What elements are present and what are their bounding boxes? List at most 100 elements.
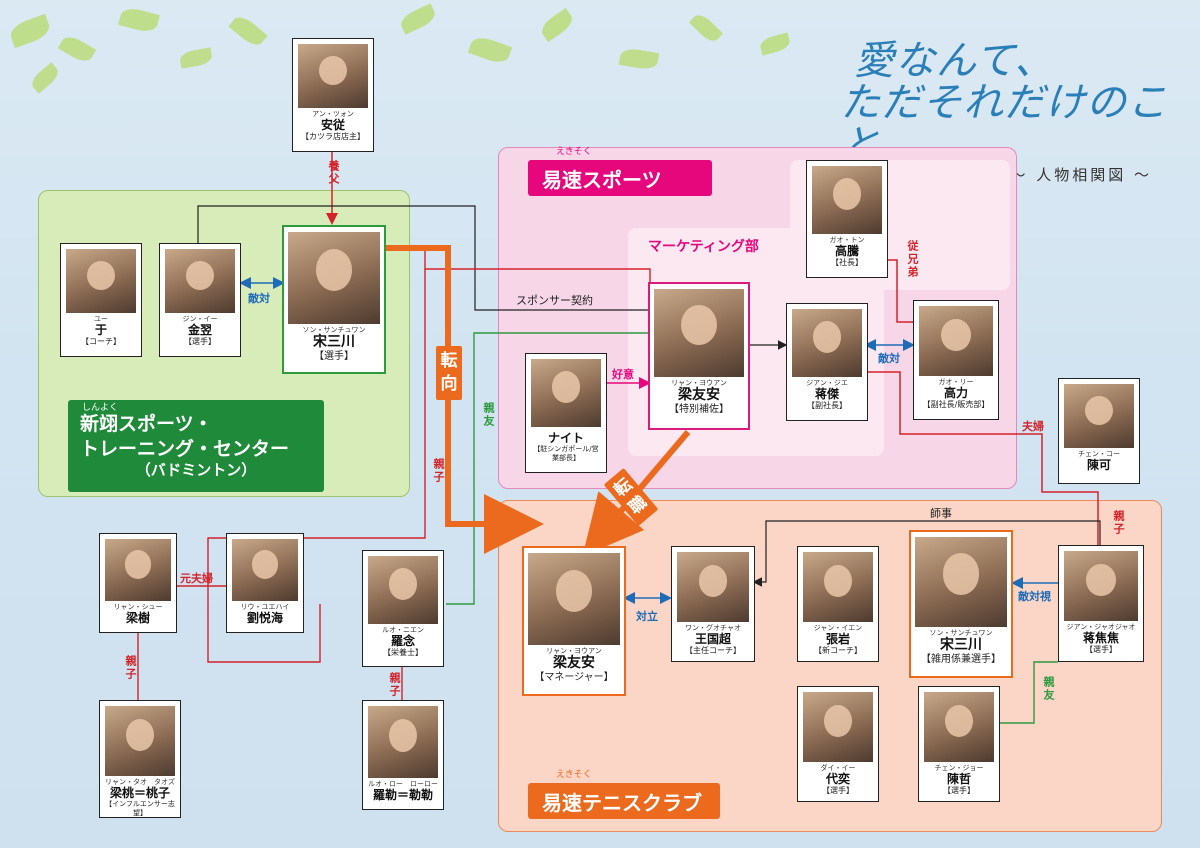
person-kana: ジアン・ジャオジャオ <box>1066 623 1136 631</box>
person-kana: ジアン・ジエ <box>806 379 848 387</box>
line-shinyu-2 <box>998 661 1058 724</box>
label-ekisoku-tennis: えきそく 易速テニスクラブ <box>528 771 720 819</box>
person-kana: ガオ・トン <box>829 236 865 244</box>
portrait-photo <box>165 249 235 313</box>
person-role: 【社長】 <box>831 258 863 268</box>
person-role: 【コーチ】 <box>81 337 121 347</box>
rel-koui: 好意 <box>612 368 634 381</box>
person-name: 陳哲 <box>946 772 971 786</box>
label-marketing: マーケティング部 <box>648 239 759 255</box>
label-ekisoku-sports: えきそく 易速スポーツ <box>528 148 712 196</box>
line-sponsor <box>197 205 650 311</box>
person-role: 【主任コーチ】 <box>685 646 741 656</box>
portrait-photo <box>105 539 171 601</box>
portrait-photo <box>298 44 368 108</box>
person-role: 【選手】 <box>184 337 216 347</box>
person-kana: ジン・イー <box>182 315 218 323</box>
label-text: 易速テニスクラブ <box>542 791 702 815</box>
person-kana: ルオ・ロー ローロー <box>368 780 438 788</box>
rel-sponsor: スポンサー契約 <box>516 294 593 307</box>
person-role: 【マネージャー】 <box>534 671 614 683</box>
card-an-cong: アン・ツォン 安従 【カツラ店店主】 <box>292 38 374 152</box>
rel-tenko: 転向 <box>436 346 462 400</box>
person-kana: リャン・ヨウアン <box>546 647 602 655</box>
person-name: 梁友安 <box>553 655 595 671</box>
person-name: 代奕 <box>825 772 850 786</box>
person-name: 于 <box>94 323 107 337</box>
card-chen-zhe: チェン・ジョー 陳哲 【選手】 <box>918 686 1000 802</box>
portrait-photo <box>915 537 1007 627</box>
person-kana: リウ・ユエハイ <box>240 603 290 611</box>
card-song-sanchuan-tennis: ソン・サンチュワン 宋三川 【雑用係兼選手】 <box>909 530 1013 678</box>
card-jiang-jiaojiao: ジアン・ジャオジャオ 蒋焦焦 【選手】 <box>1058 545 1144 662</box>
portrait-photo <box>368 706 438 778</box>
rel-taiketsu-2: 敵対 <box>878 352 900 365</box>
person-name: 張岩 <box>825 632 850 646</box>
card-liu-yuehai: リウ・ユエハイ 劉悦海 <box>226 533 304 633</box>
person-kana: リャン・タオ タオズ <box>105 778 175 786</box>
person-name: 高力 <box>943 386 968 400</box>
person-role: 【カツラ店店主】 <box>301 132 365 142</box>
line-fuufu <box>868 371 1043 484</box>
line-itoko <box>888 259 920 323</box>
portrait-photo <box>792 309 862 377</box>
portrait-photo <box>924 692 994 762</box>
portrait-photo <box>803 552 873 622</box>
person-name: 梁桃＝桃子 <box>109 786 170 800</box>
person-name: 宋三川 <box>940 637 982 653</box>
line-shiji <box>752 520 1101 587</box>
person-kana: リャン・ヨウアン <box>671 379 727 387</box>
person-role: 【特別補佐】 <box>669 403 729 415</box>
rel-fuufu: 夫婦 <box>1022 420 1044 433</box>
person-name: 梁樹 <box>125 611 150 625</box>
portrait-photo <box>812 166 882 234</box>
portrait-photo <box>105 706 175 776</box>
card-liang-shu: リャン・シュー 梁樹 <box>99 533 177 633</box>
rel-oyako-4: 親子 <box>1112 510 1125 536</box>
line-oyako-1 <box>207 269 426 663</box>
person-role: 【栄養士】 <box>383 648 423 658</box>
portrait-photo <box>919 306 993 376</box>
rel-shiji: 師事 <box>930 507 952 520</box>
person-role: 【副社長/販売部】 <box>922 400 990 410</box>
label-ruby: えきそく <box>556 770 592 780</box>
person-name: 宋三川 <box>313 334 355 350</box>
title-subtitle: ～ 人物相関図 ～ <box>1010 166 1152 184</box>
person-kana: リャン・シュー <box>113 603 163 611</box>
portrait-photo <box>654 289 744 377</box>
chart-title: 愛なんて、 ただそれだけのこと ～ 人物相関図 ～ <box>840 40 1180 184</box>
title-line-2: ただそれだけのこと <box>840 80 1168 168</box>
person-kana: ガオ・リー <box>938 378 974 386</box>
rel-shinyu-1: 親友 <box>482 402 495 428</box>
person-name: 劉悦海 <box>246 611 283 625</box>
person-kana: ダイ・イー <box>820 764 856 772</box>
person-kana: ユー <box>94 315 108 323</box>
portrait-photo <box>1064 384 1134 448</box>
portrait-photo <box>531 359 601 427</box>
line-oyako-4 <box>1041 484 1099 545</box>
rel-oyako-3: 親子 <box>388 672 401 698</box>
label-line-1: 新翊スポーツ・ <box>80 413 213 435</box>
person-kana: ワン・グオチャオ <box>685 624 741 632</box>
card-chen-ke: チェン・コー 陳可 <box>1058 378 1140 484</box>
person-kana: ルオ・ニエン <box>382 626 424 634</box>
card-gao-li: ガオ・リー 高力 【副社長/販売部】 <box>913 300 999 420</box>
card-luo-le: ルオ・ロー ローロー 羅勒＝勒勒 <box>362 700 444 810</box>
person-kana: チェン・コー <box>1078 450 1120 458</box>
rel-yofu: 養父 <box>327 160 340 186</box>
card-knight: ナイト 【駐シンガポール/営業部長】 <box>525 353 607 473</box>
card-song-sanchuan-badminton: ソン・サンチュワン 宋三川 【選手】 <box>282 225 386 374</box>
card-gao-teng: ガオ・トン 高騰 【社長】 <box>806 160 888 278</box>
portrait-photo <box>288 232 380 324</box>
person-name: 安従 <box>320 118 345 132</box>
portrait-photo <box>528 553 620 645</box>
portrait-photo <box>803 692 873 762</box>
person-role: 【インフルエンサー志望】 <box>105 800 175 817</box>
person-role: 【選手】 <box>822 786 854 796</box>
card-jiang-jie: ジアン・ジエ 蒋傑 【副社長】 <box>786 303 868 421</box>
person-kana: ソン・サンチュワン <box>302 326 366 334</box>
card-liang-tao: リャン・タオ タオズ 梁桃＝桃子 【インフルエンサー志望】 <box>99 700 181 818</box>
person-name: 梁友安 <box>678 387 720 403</box>
person-kana: アン・ツォン <box>312 110 354 118</box>
rel-tekitaishi: 敵対視 <box>1018 590 1051 603</box>
